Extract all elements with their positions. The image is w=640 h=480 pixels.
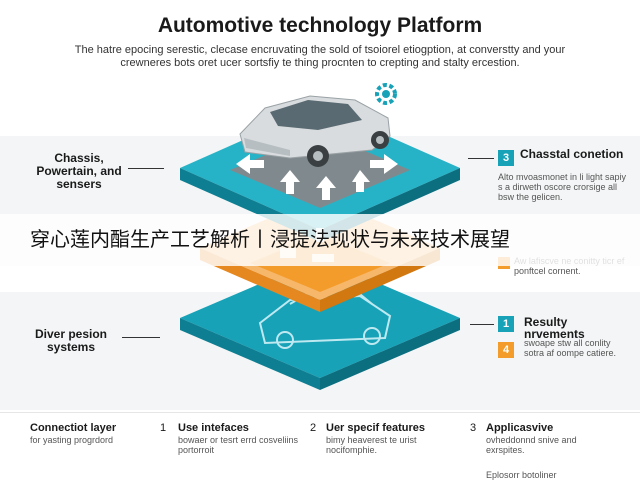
number-badge-4: 4	[498, 342, 514, 358]
bottom-number-3: 3	[470, 422, 477, 434]
label-chassis: Chassis, Powertain, and sensers	[36, 151, 122, 191]
bottom-item-1-body: bowaer or tesrt errd cosveliins portorro…	[178, 435, 299, 455]
right-item-3-body: swoape stw all conlity sotra af oompe ca…	[524, 338, 617, 358]
bottom-item-connect-heading: Connectiot layer	[30, 422, 117, 434]
bottom-number-1: 1	[160, 422, 167, 434]
number-badge-3: 3	[498, 150, 514, 166]
footnote: Eplosorr botoliner	[486, 470, 557, 480]
car-icon	[239, 95, 391, 167]
right-item-1-body: Alto mvoasmonet in li light sapiy s a di…	[498, 172, 627, 202]
diagram-title: Automotive technology Platform	[157, 14, 483, 37]
gear-icon	[375, 83, 397, 105]
bottom-item-2-heading: Uer specif features	[326, 422, 426, 434]
bottom-item-3-body: ovheddonnd snive and exrspites.	[486, 435, 577, 455]
bottom-divider	[0, 412, 640, 413]
label-driver-systems: Diver pesion systems	[34, 327, 108, 354]
overlay-banner: 穿心莲内酯生产工艺解析丨浸提法现状与未来技术展望	[0, 214, 640, 266]
number-badge-1: 1	[498, 316, 514, 332]
bottom-number-2: 2	[310, 422, 317, 434]
bottom-item-connect-body: for yasting progrdord	[30, 435, 114, 445]
bottom-item-1-heading: Use intefaces	[178, 422, 249, 434]
bottom-item-2-body: bimy heaverest te urist nocifomphie.	[326, 435, 417, 455]
leader-line-r1	[468, 158, 494, 159]
right-item-1-heading: Chasstal conetion	[520, 147, 624, 161]
leader-line-r3	[470, 324, 494, 325]
flow-arrows	[236, 154, 398, 200]
leader-line-driver	[122, 337, 160, 338]
bottom-item-3-heading: Applicasvive	[486, 422, 554, 434]
right-item-3-heading: Resulty nrvements	[524, 315, 585, 341]
diagram-subtitle: The hatre epocing serestic, clecase encr…	[74, 44, 566, 69]
leader-line-chassis	[128, 168, 164, 169]
